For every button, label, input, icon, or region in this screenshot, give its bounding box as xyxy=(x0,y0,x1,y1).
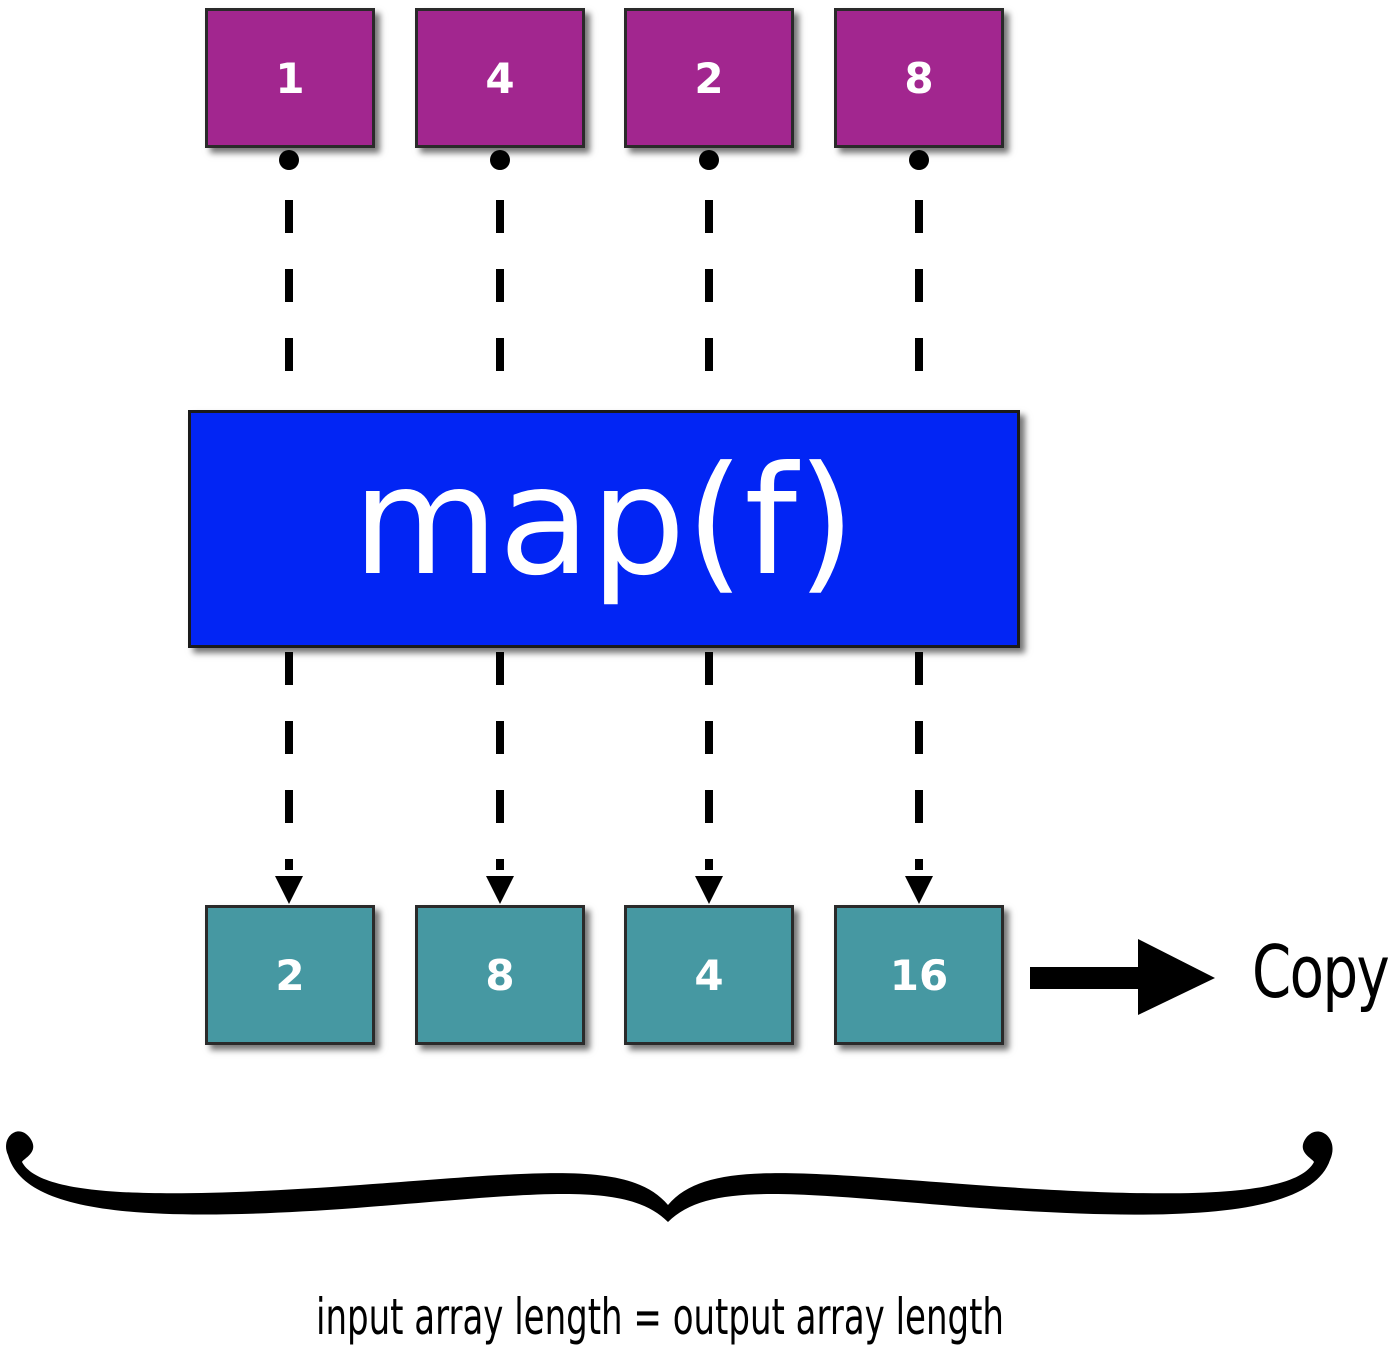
input-connector-dot-3 xyxy=(909,150,929,170)
input-element-0: 1 xyxy=(205,8,375,148)
output-connectors xyxy=(275,652,933,904)
input-connectors xyxy=(279,150,929,385)
copy-label: Copy xyxy=(1252,930,1390,1014)
input-connector-dot-1 xyxy=(490,150,510,170)
output-element-2: 4 xyxy=(624,905,794,1045)
map-function-box: map(f) xyxy=(188,410,1020,648)
right-arrow-icon xyxy=(1030,939,1215,1015)
input-element-1: 4 xyxy=(415,8,585,148)
output-element-3: 16 xyxy=(834,905,1004,1045)
curly-brace-icon xyxy=(6,1131,1333,1222)
input-connector-dot-2 xyxy=(699,150,719,170)
input-element-3: 8 xyxy=(834,8,1004,148)
output-arrowhead-1 xyxy=(486,876,514,904)
output-element-0: 2 xyxy=(205,905,375,1045)
output-arrowhead-0 xyxy=(275,876,303,904)
input-element-2: 2 xyxy=(624,8,794,148)
output-element-1: 8 xyxy=(415,905,585,1045)
output-arrowhead-2 xyxy=(695,876,723,904)
output-arrowhead-3 xyxy=(905,876,933,904)
length-caption: input array length = output array length xyxy=(316,1288,1004,1346)
input-connector-dot-0 xyxy=(279,150,299,170)
